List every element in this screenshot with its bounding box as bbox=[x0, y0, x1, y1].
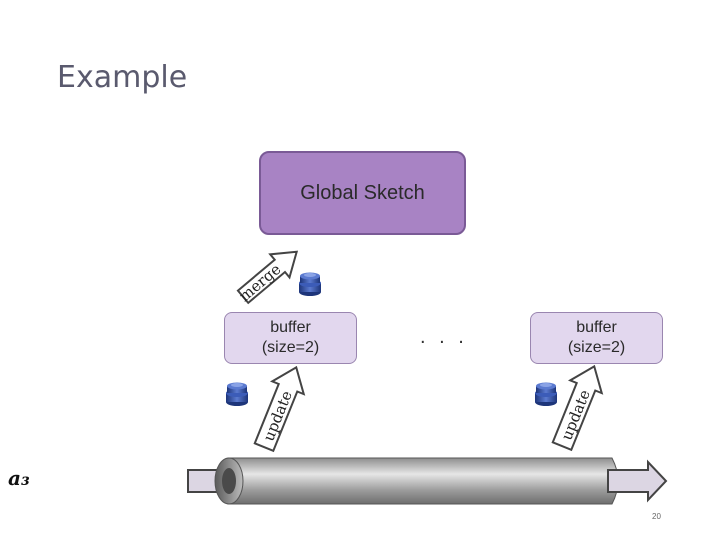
merge-label: merge bbox=[235, 260, 284, 305]
global-sketch-box: Global Sketch bbox=[259, 151, 466, 235]
global-sketch-label: Global Sketch bbox=[300, 181, 425, 204]
buffer-box-left: buffer (size=2) bbox=[224, 312, 357, 364]
stacked-coins-icon bbox=[299, 272, 321, 296]
stream-token-label: a₃ bbox=[8, 466, 30, 490]
merge-arrow: merge bbox=[235, 250, 299, 305]
update-arrow-left: update bbox=[253, 365, 306, 453]
buffer-box-right: buffer (size=2) bbox=[530, 312, 663, 364]
ellipsis: . . . bbox=[420, 326, 468, 348]
stream-cylinder-left-hole bbox=[222, 468, 236, 494]
buffer-left-line1: buffer bbox=[270, 319, 311, 336]
slide-number: 20 bbox=[652, 512, 661, 521]
buffer-left-line2: (size=2) bbox=[261, 339, 320, 356]
stream-cylinder-body bbox=[221, 457, 619, 505]
buffer-right-line2: (size=2) bbox=[567, 339, 626, 356]
stream-arrow-right bbox=[607, 459, 668, 503]
stream-pipe bbox=[187, 457, 668, 505]
stacked-coins-icon bbox=[535, 382, 557, 406]
buffer-right-line1: buffer bbox=[576, 319, 617, 336]
update-arrow-right: update bbox=[551, 364, 604, 452]
stacked-coins-icon bbox=[226, 382, 248, 406]
slide-title: Example bbox=[57, 60, 188, 95]
